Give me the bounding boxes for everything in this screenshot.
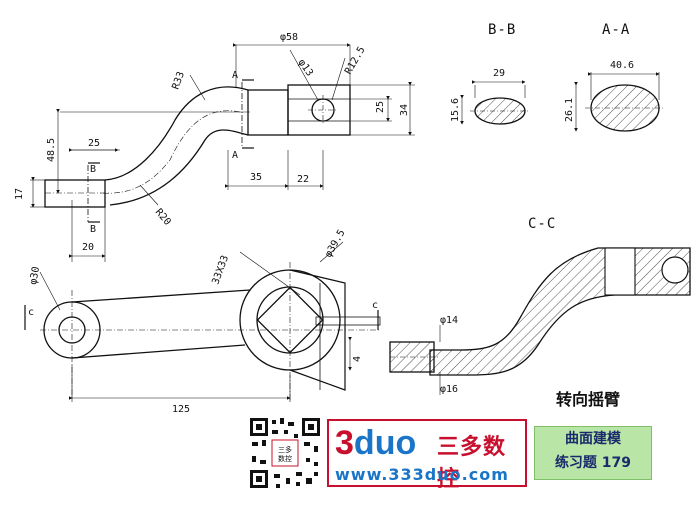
- dim-4: 4: [352, 356, 363, 362]
- section-cc-body: [429, 247, 691, 376]
- badge-line-1: 曲面建模: [565, 431, 621, 447]
- cut-mark-b-bottom: B: [90, 224, 96, 235]
- logo-wordmark: 3duo: [335, 424, 417, 462]
- dim-phi30: φ30: [28, 266, 42, 286]
- dim-phi39-5: φ39.5: [323, 228, 348, 260]
- dim-aa-26-1: 26.1: [564, 98, 575, 122]
- dim-25-right: 25: [375, 101, 386, 113]
- section-bb: B-B 29 15.6: [450, 22, 530, 125]
- cut-mark-b-top: B: [90, 164, 96, 175]
- dim-bb-15-6: 15.6: [450, 98, 461, 122]
- arm-outer: [104, 86, 249, 181]
- brand-logo[interactable]: 3duo 三多数控 www.333duo.com: [327, 419, 527, 492]
- cut-mark-a-bottom: A: [232, 150, 238, 161]
- badge-line-2: 练习题 179: [554, 455, 632, 471]
- part-title: 转向摇臂: [556, 390, 620, 409]
- dim-r33: R33: [170, 70, 187, 91]
- section-aa: A-A 40.6 26.1: [564, 22, 665, 132]
- section-bb-title: B-B: [488, 22, 516, 38]
- square-hole: [256, 286, 324, 354]
- section-cc-title: C-C: [528, 216, 556, 232]
- dim-phi13: φ13: [296, 57, 315, 78]
- qr-caption: 三多: [278, 445, 292, 454]
- dim-r12-5: R12.5: [343, 45, 368, 77]
- section-aa-title: A-A: [602, 22, 630, 38]
- dim-35: 35: [250, 172, 262, 183]
- arm-top-edge: [71, 289, 251, 303]
- exercise-badge: 曲面建模 练习题 179: [534, 426, 652, 480]
- logo-chinese-name: 三多数控: [437, 435, 507, 492]
- cut-mark-c-left: c: [28, 307, 34, 318]
- dim-22: 22: [297, 174, 309, 185]
- dim-17: 17: [14, 188, 25, 200]
- dim-aa-40-6: 40.6: [610, 60, 634, 71]
- logo-url[interactable]: www.333duo.com: [335, 465, 509, 484]
- qr-code[interactable]: 三多 数控: [248, 416, 322, 490]
- front-view-labels: φ58 φ13 R12.5 R33 25 34 25 48.5 17 35 22…: [14, 32, 410, 253]
- top-view-dimensions: [39, 241, 352, 402]
- dim-34: 34: [399, 104, 410, 116]
- top-view: [24, 262, 381, 400]
- dim-r20: R20: [153, 207, 173, 228]
- front-view-dimensions: [30, 43, 415, 262]
- dim-20: 20: [82, 242, 94, 253]
- svg-text:数控: 数控: [278, 454, 292, 463]
- arm-inner: [109, 129, 249, 206]
- dim-phi16: φ16: [440, 384, 458, 395]
- dim-33x33: 33X33: [210, 254, 231, 286]
- dim-phi58: φ58: [280, 32, 298, 43]
- end-boss: [44, 179, 106, 208]
- cut-mark-a-top: A: [232, 70, 238, 81]
- dim-bb-29: 29: [493, 68, 505, 79]
- dim-phi14: φ14: [440, 315, 458, 326]
- front-view: [44, 82, 351, 222]
- cut-mark-c-right: c: [372, 300, 378, 311]
- dim-125: 125: [172, 404, 190, 415]
- dim-25-left: 25: [88, 138, 100, 149]
- section-cc: C-C φ14 φ16: [389, 216, 691, 395]
- dim-48-5: 48.5: [46, 138, 57, 162]
